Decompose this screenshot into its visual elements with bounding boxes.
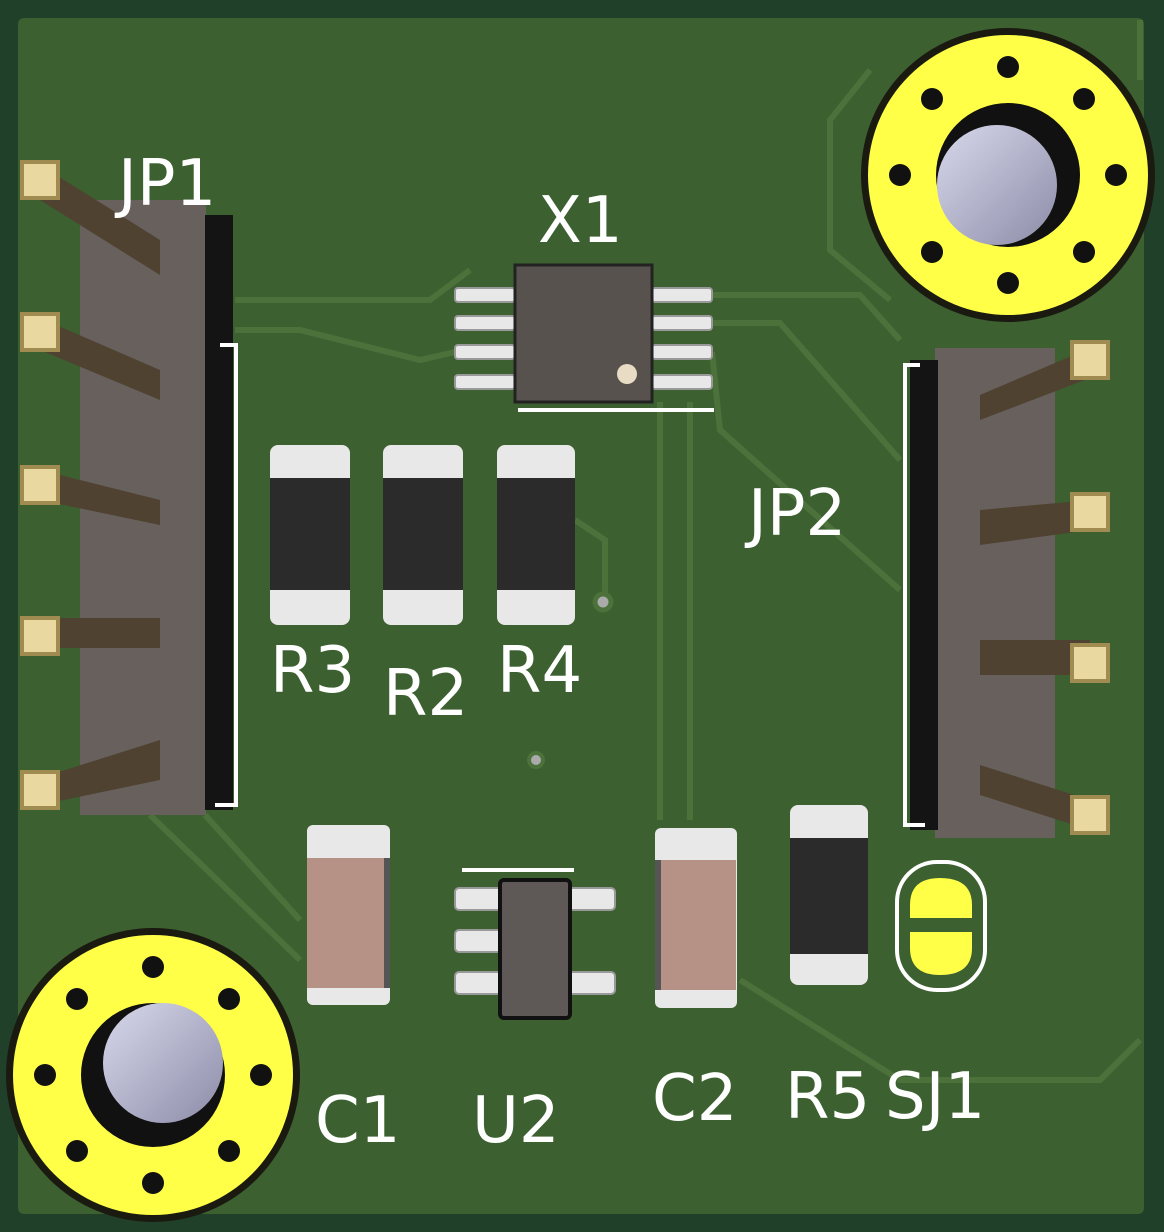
label-jp1: JP1 <box>114 147 216 221</box>
label-sj1: SJ1 <box>885 1060 985 1134</box>
ic-u2 <box>454 868 616 1020</box>
resistor-r5 <box>790 805 868 985</box>
label-c1: C1 <box>315 1084 400 1158</box>
ic-x1 <box>454 263 714 412</box>
header-jp1 <box>20 160 238 815</box>
label-u2: U2 <box>472 1084 560 1158</box>
label-x1: X1 <box>538 184 623 258</box>
via <box>592 591 614 613</box>
label-r3: R3 <box>270 634 355 708</box>
via <box>527 751 545 769</box>
label-jp2: JP2 <box>744 477 846 551</box>
resistor-r3 <box>270 445 350 625</box>
capacitor-c1 <box>307 825 390 1005</box>
label-c2: C2 <box>652 1062 737 1136</box>
capacitor-c2 <box>655 828 737 1008</box>
resistor-r4 <box>497 445 575 625</box>
mounting-hole-bottom-left <box>6 928 300 1222</box>
solder-jumper-sj1 <box>895 860 987 992</box>
resistor-r2 <box>383 445 463 625</box>
copper-traces <box>147 20 1143 1083</box>
label-r5: R5 <box>785 1060 870 1134</box>
mounting-hole-top-right <box>861 28 1155 322</box>
label-r2: R2 <box>383 657 468 731</box>
label-r4: R4 <box>497 634 582 708</box>
header-jp2 <box>903 340 1110 838</box>
